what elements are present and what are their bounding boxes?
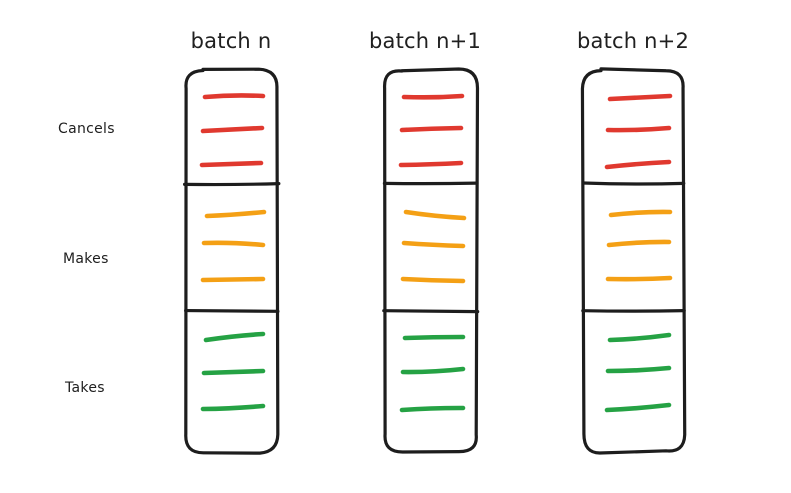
batch-column-3[interactable] <box>580 67 687 455</box>
section-divider-2 <box>382 309 480 314</box>
order-line-makes-3 <box>200 276 266 283</box>
order-line-makes-2 <box>201 240 266 248</box>
order-line-takes-2 <box>400 366 466 375</box>
order-line-takes-2 <box>605 365 672 374</box>
section-makes <box>200 209 267 283</box>
section-divider-2 <box>184 308 280 313</box>
column-titles: batch n batch n+1 batch n+2 <box>191 29 689 53</box>
row-label-takes: Takes <box>64 380 105 396</box>
order-line-takes-2 <box>201 368 266 376</box>
order-line-makes-1 <box>403 209 467 221</box>
order-line-makes-2 <box>606 239 672 248</box>
column-outline <box>383 67 480 454</box>
order-line-cancels-1 <box>202 93 266 100</box>
order-line-cancels-2 <box>200 125 265 134</box>
batch-column-2[interactable] <box>382 67 480 454</box>
order-line-cancels-3 <box>199 160 264 168</box>
section-divider-1 <box>382 181 479 186</box>
section-divider-1 <box>182 182 281 187</box>
order-line-cancels-1 <box>401 93 465 100</box>
section-makes <box>605 209 673 282</box>
section-cancels <box>604 93 673 170</box>
order-line-makes-3 <box>400 276 466 284</box>
order-line-makes-1 <box>608 209 673 218</box>
section-cancels <box>398 93 465 168</box>
order-line-cancels-2 <box>399 125 464 133</box>
batch-columns <box>182 67 687 455</box>
column-title-2: batch n+1 <box>369 29 481 53</box>
order-line-takes-1 <box>402 334 466 341</box>
order-line-cancels-2 <box>605 125 672 133</box>
section-takes <box>399 334 466 413</box>
section-takes <box>604 332 672 413</box>
order-line-takes-3 <box>604 402 672 413</box>
section-divider-1 <box>581 181 686 186</box>
order-line-takes-1 <box>607 332 672 343</box>
section-divider-2 <box>581 309 686 313</box>
section-takes <box>200 331 266 412</box>
order-line-makes-3 <box>605 275 673 282</box>
order-line-cancels-3 <box>398 160 464 168</box>
row-label-cancels: Cancels <box>58 121 115 137</box>
order-line-takes-3 <box>200 403 266 412</box>
row-label-makes: Makes <box>63 251 109 267</box>
order-line-takes-1 <box>203 331 266 343</box>
order-line-cancels-3 <box>604 159 672 170</box>
batch-column-1[interactable] <box>182 67 281 455</box>
order-line-makes-1 <box>204 209 267 219</box>
order-line-takes-3 <box>399 405 466 413</box>
order-line-makes-2 <box>401 240 466 249</box>
column-outline <box>184 67 280 455</box>
column-title-1: batch n <box>191 29 272 53</box>
section-cancels <box>199 93 266 168</box>
order-line-cancels-1 <box>607 93 673 102</box>
column-title-3: batch n+2 <box>577 29 689 53</box>
section-makes <box>400 209 467 284</box>
